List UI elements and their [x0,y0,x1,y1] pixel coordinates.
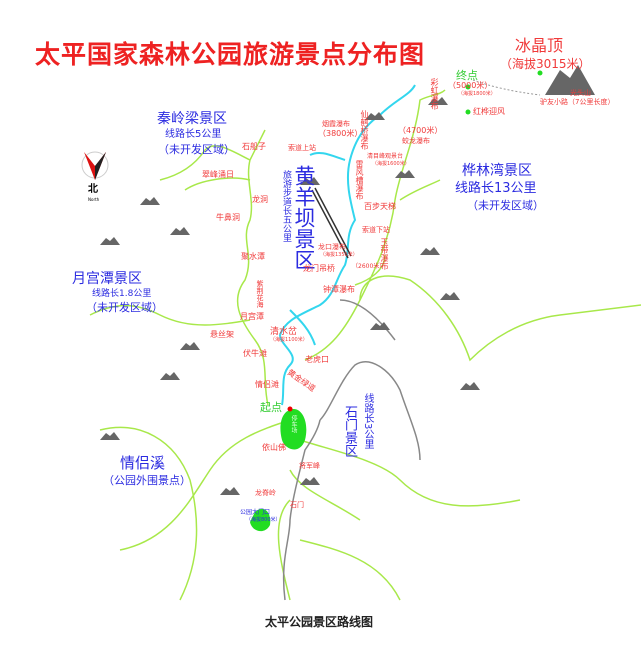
spot-honghua: 红桦迎风 [473,107,505,116]
spot-jiaolong: 蛟龙瀑布 [402,137,430,145]
end-label: 终点 [456,69,478,82]
mountain-icons [100,65,595,495]
spot-baibu: 百步天梯 [364,202,396,211]
spot-laohu: 老虎口 [305,355,329,364]
zone-shimen-length: 线路长3公里 [362,393,373,450]
spot-qinglvtan: 情侣滩 [255,380,279,389]
zone-huangyangba-trail: 旅游步道长五公里 [281,170,291,242]
spot-xianhe: 仙鹤桥瀑布 [360,110,369,150]
spot-yanxia: 烟霞瀑布 [322,120,350,128]
spot-niubi: 牛鼻洞 [216,213,240,222]
spot-longdong: 龙洞 [252,195,268,204]
north-compass-icon [81,151,109,180]
spot-leifeng: 雷风槽瀑布 [355,160,364,200]
spot-cable-top: 索道上站 [288,144,316,152]
spot-yuegong: 月宫潭 [240,312,264,321]
roads [282,299,421,601]
spot-xuansi: 悬丝架 [210,330,234,339]
zone-qinling: 秦岭梁景区 [157,111,227,127]
spot-shimen: 石门 [290,501,304,509]
spot-longmen: 龙门吊桥 [303,264,335,273]
spot-cuifeng: 翠峰涌日 [202,170,234,179]
dist-4700: （4700米） [398,126,443,135]
peak-name: 冰晶顶 [515,36,564,55]
gate-altitude: （海拔800米） [246,517,281,523]
end-altitude: （海拔1800米） [458,91,496,97]
map-caption: 太平公园景区路线图 [265,615,374,629]
qingshui-altitude: （海拔1100米） [270,337,308,343]
end-distance: （5000米） [448,81,493,90]
spot-funiu: 伏牛滩 [243,349,267,358]
zone-yuegong: 月宫潭景区 [72,271,142,287]
spot-qingshui: 清水岔 [270,327,298,337]
longkou-altitude: （海拔1350米） [320,252,358,258]
cable-car-line [311,187,352,259]
qingmu-altitude: （海拔1600米） [372,161,410,167]
zone-qinglvxi: 情侣溪 [120,454,166,472]
zone-huangyangba: 黄羊坝景区 [292,165,316,270]
spot-jiangjun: 将军峰 [299,462,320,470]
zone-yuegong-note: （未开发区域） [86,301,163,314]
mountain-name: 光头山 [570,89,591,97]
spot-zijing: 紫荆花海 [256,280,264,308]
spot-longji: 龙脊岭 [255,489,276,497]
map-title: 太平国家森林公园旅游景点分布图 [35,40,426,69]
compass-label: 北 [88,184,98,195]
zone-shimen: 石门景区 [342,405,357,457]
spot-jushui: 聚水潭 [241,252,265,261]
start-label: 起点 [260,401,282,414]
spot-yishan: 依山佛 [262,443,286,452]
spot-longkou: 龙口瀑布 [318,243,346,251]
zone-yuegong-length: 线路长1.8公里 [92,289,152,299]
zone-hualin-length: 线路长13公里 [455,181,537,196]
zone-qinglvxi-note: （公园外围景点） [103,474,191,487]
zone-hualin: 桦林湾景区 [462,163,532,179]
zone-qinling-note: （未开发区域） [158,143,235,156]
spot-qingmu: 清目峰观景台 [367,153,404,160]
river [278,84,416,406]
spot-shichuan: 石船子 [242,142,266,151]
zone-qinling-length: 线路长5公里 [165,129,222,140]
peak-altitude: （海拔3015米） [500,57,591,71]
green-areas [250,409,307,532]
compass-sub: North [88,197,100,202]
dist-2600: （2600米） [352,263,386,270]
trails [89,89,641,601]
spot-zhongtan: 钟潭瀑布 [323,285,355,294]
spot-cable-bottom: 索道下站 [362,226,390,234]
zone-hualin-note: （未开发区域） [467,199,544,212]
dist-3800: （3800米） [318,129,363,138]
spot-yudai: 玉带瀑布 [380,238,389,270]
park-gate: 公园大门口 [240,509,271,516]
trail-note: 驴友小路（7公里长度） [540,98,615,106]
spot-caihong: 彩虹瀑布 [430,78,439,110]
parking-label: 停车场 [290,415,297,433]
